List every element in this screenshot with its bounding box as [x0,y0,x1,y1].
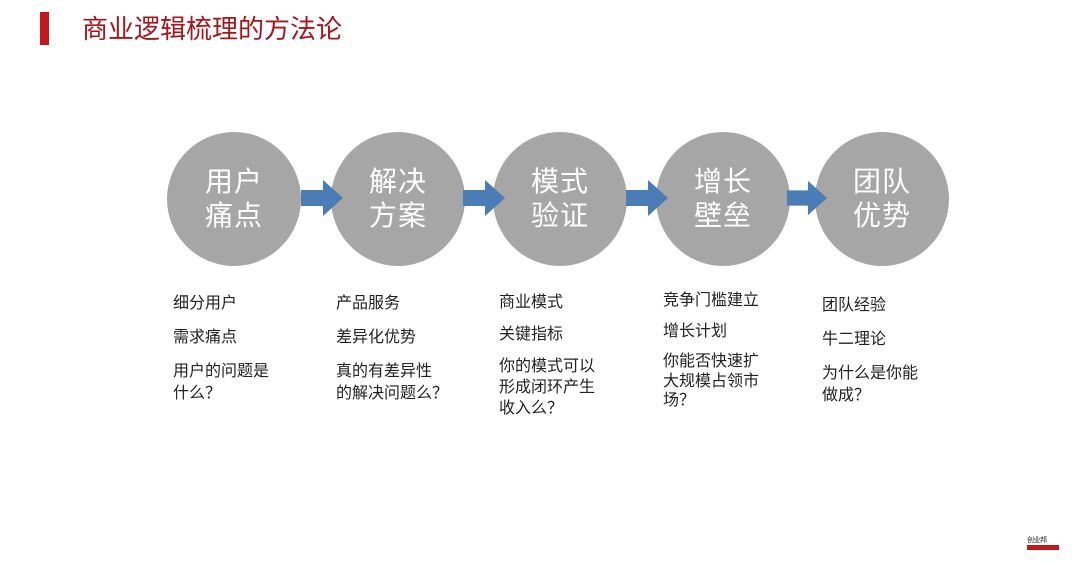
list-item: 大规模占领市 [663,371,760,390]
list-item: 什么？ [173,383,222,402]
arrow-right-icon [626,180,668,216]
step-label: 增长 壁垒 [693,165,753,233]
step-label: 用户 痛点 [204,165,264,233]
step-circle-model-validation: 模式 验证 [493,132,627,266]
arrow-right-icon [463,180,505,216]
list-item: 收入么？ [499,398,564,417]
step-label: 团队 优势 [852,165,912,233]
step-circle-user-pain: 用户 痛点 [167,132,301,266]
step-label-line2: 壁垒 [693,199,752,232]
step-label-line1: 团队 [852,165,911,198]
list-item: 产品服务 [336,293,401,312]
list-item: 团队经验 [822,295,887,314]
list-item: 你的模式可以 [499,356,596,375]
list-item: 牛二理论 [822,329,887,348]
step-label: 模式 验证 [530,165,590,233]
step-label-line2: 痛点 [204,199,263,232]
arrow-right-icon [787,180,827,216]
logo-accent-bar [1027,545,1059,550]
step-label-line2: 优势 [852,199,911,232]
list-item: 差异化优势 [336,327,417,346]
list-item: 用户的问题是 [173,361,270,380]
logo-text: 创业邦 [1027,536,1047,544]
step-label-line2: 验证 [530,199,589,232]
list-item: 细分用户 [173,293,238,312]
list-item: 真的有差异性 [336,361,433,380]
list-item: 的解决问题么？ [336,383,449,402]
step-label-line1: 解决 [368,165,427,198]
list-item: 商业模式 [499,292,564,311]
step-circle-team-advantage: 团队 优势 [815,132,949,266]
list-item: 需求痛点 [173,327,238,346]
brand-logo: 创业邦 [1027,536,1061,552]
list-item: 增长计划 [663,321,728,340]
step-circle-growth-barrier: 增长 壁垒 [656,132,790,266]
step-label-line2: 方案 [368,199,427,232]
list-item: 场？ [663,390,696,409]
step-label-line1: 用户 [204,165,263,198]
list-item: 做成？ [822,385,871,404]
list-item: 你能否快速扩 [663,351,760,370]
list-item: 形成闭环产生 [499,377,596,396]
list-item: 竞争门槛建立 [663,290,760,309]
step-label: 解决 方案 [368,165,428,233]
list-item: 为什么是你能 [822,363,919,382]
step-label-line1: 模式 [530,165,589,198]
page-title: 商业逻辑梳理的方法论 [82,15,343,45]
title-accent-bar [40,12,49,45]
arrow-right-icon [301,180,343,216]
list-item: 关键指标 [499,324,564,343]
step-circle-solution: 解决 方案 [331,132,465,266]
step-label-line1: 增长 [693,165,752,198]
